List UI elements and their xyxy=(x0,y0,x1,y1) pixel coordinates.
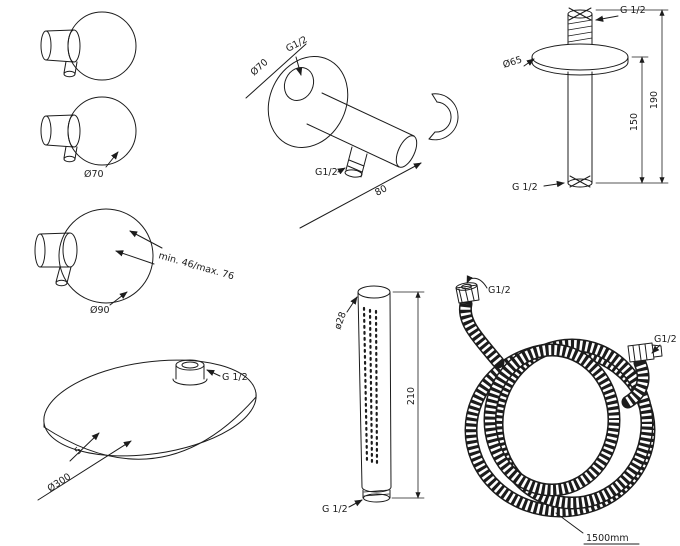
valve-middle-diameter-label: Ø70 xyxy=(84,169,104,180)
ceiling-shower-arm xyxy=(523,7,669,188)
ceiling-arm-190-label: 190 xyxy=(649,91,660,109)
ceiling-arm-diameter-label: Ø65 xyxy=(502,54,524,71)
ceiling-arm-thread-top-label: G 1/2 xyxy=(620,5,646,16)
rain-shower-head xyxy=(37,359,257,501)
ceiling-arm-150-label: 150 xyxy=(629,113,640,131)
mixer-valve-diameter-label: Ø90 xyxy=(90,305,110,316)
head-thread-label: G 1/2 xyxy=(222,372,248,383)
mixer-valve-depth-label: min. 46/max. 76 xyxy=(157,250,235,282)
hose-fitting-top xyxy=(455,282,480,304)
shower-holder-clip xyxy=(428,93,459,141)
valve-middle-dimension xyxy=(105,151,119,168)
shower-hose xyxy=(455,275,663,545)
wall-outlet-diameter-label: Ø70 xyxy=(249,57,271,78)
hose-length-label: 1500mm xyxy=(586,533,629,544)
ceiling-arm-thread-bottom-label: G 1/2 xyxy=(512,182,538,193)
head-diameter-label: Ø300 xyxy=(46,471,73,494)
wall-outlet-length-label: 80 xyxy=(373,183,389,198)
hand-shower-thread-label: G 1/2 xyxy=(322,504,348,515)
hose-thread-top-label: G1/2 xyxy=(488,285,511,296)
spray-nozzles xyxy=(362,306,369,464)
hand-shower xyxy=(346,285,425,508)
wall-outlet-with-holder xyxy=(245,43,459,229)
spray-nozzles xyxy=(368,308,374,466)
hose-leaders xyxy=(466,275,661,545)
shut-off-valve-top xyxy=(40,11,137,81)
head-thickness-label: 5 xyxy=(73,445,85,457)
shut-off-valve-middle xyxy=(40,96,137,166)
hose-coil xyxy=(458,297,656,518)
head-connector xyxy=(172,359,208,386)
wall-outlet-thread-bottom-label: G1/2 xyxy=(315,167,338,178)
hose-thread-right-label: G1/2 xyxy=(654,334,677,345)
mixer-valve xyxy=(34,208,163,306)
hose-fitting-right xyxy=(627,342,663,363)
spray-nozzles xyxy=(374,309,379,467)
hand-shower-length-label: 210 xyxy=(406,387,417,405)
hand-shower-diameter-label: ø28 xyxy=(332,310,348,331)
